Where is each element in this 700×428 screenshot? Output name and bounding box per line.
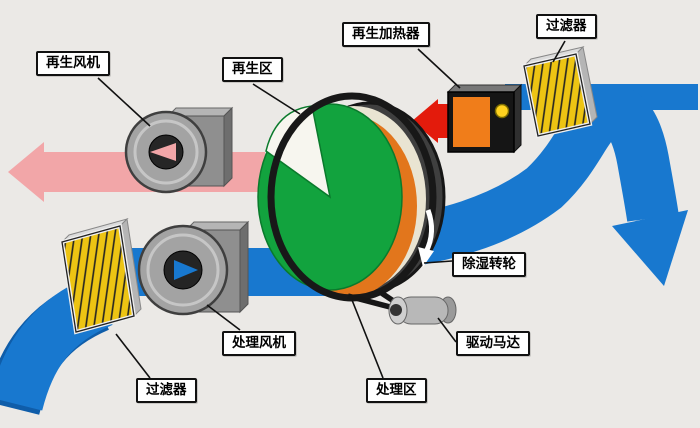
label-regen-heater: 再生加热器 <box>342 22 430 47</box>
label-process-zone: 处理区 <box>366 378 427 403</box>
leader-filter-bottom <box>115 333 151 379</box>
fan-ring-highlight <box>146 233 220 307</box>
regen-exhaust-fan-arrowhead <box>150 143 176 161</box>
leader-filter-top <box>552 40 566 63</box>
leader-wheel <box>423 260 453 264</box>
drive-belt-run-front <box>347 293 395 311</box>
filter-frame <box>61 225 135 333</box>
label-drive-motor: 驱动马达 <box>456 331 530 356</box>
filter-media <box>521 51 593 139</box>
heater-side-face <box>513 83 522 154</box>
process-fan <box>137 220 250 316</box>
fan-housing-side <box>223 106 233 188</box>
fan-ring-highlight <box>133 119 199 185</box>
motor-pulley <box>390 304 402 316</box>
drive-motor <box>388 296 457 325</box>
filter-top-right <box>521 45 598 139</box>
leader-process-fan <box>206 304 241 331</box>
regen-heater <box>446 83 523 154</box>
regen-exhaust-arrowhead <box>8 142 44 202</box>
process-air-outlet-arrowhead <box>612 210 688 286</box>
rotation-arrow-tail <box>423 209 434 254</box>
leader-regen-heater <box>417 48 461 89</box>
label-regen-fan: 再生风机 <box>36 51 110 76</box>
leader-regen-zone <box>252 83 301 115</box>
filter-bottom-left <box>59 217 142 335</box>
hot-air-arrowhead <box>412 99 438 143</box>
heater-indicator-light <box>494 103 510 119</box>
regen-fan <box>124 106 234 194</box>
label-filter-bottom: 过滤器 <box>136 378 197 403</box>
label-filter-top: 过滤器 <box>536 14 597 39</box>
leader-process-zone <box>351 299 384 379</box>
label-process-fan: 处理风机 <box>222 331 296 356</box>
leader-lines <box>97 40 566 379</box>
desiccant-wheel <box>257 92 446 311</box>
filter-frame <box>523 53 591 137</box>
heater-element-panel <box>453 97 490 147</box>
fan-housing-side <box>239 220 249 314</box>
rotation-arrow-head <box>418 247 434 267</box>
leader-regen-fan <box>97 77 151 127</box>
leader-drive-motor <box>437 317 457 343</box>
process-air-fan-arrowhead <box>174 260 198 280</box>
filter-media <box>59 223 137 335</box>
label-wheel: 除湿转轮 <box>452 252 526 277</box>
label-regen-zone: 再生区 <box>222 57 283 82</box>
